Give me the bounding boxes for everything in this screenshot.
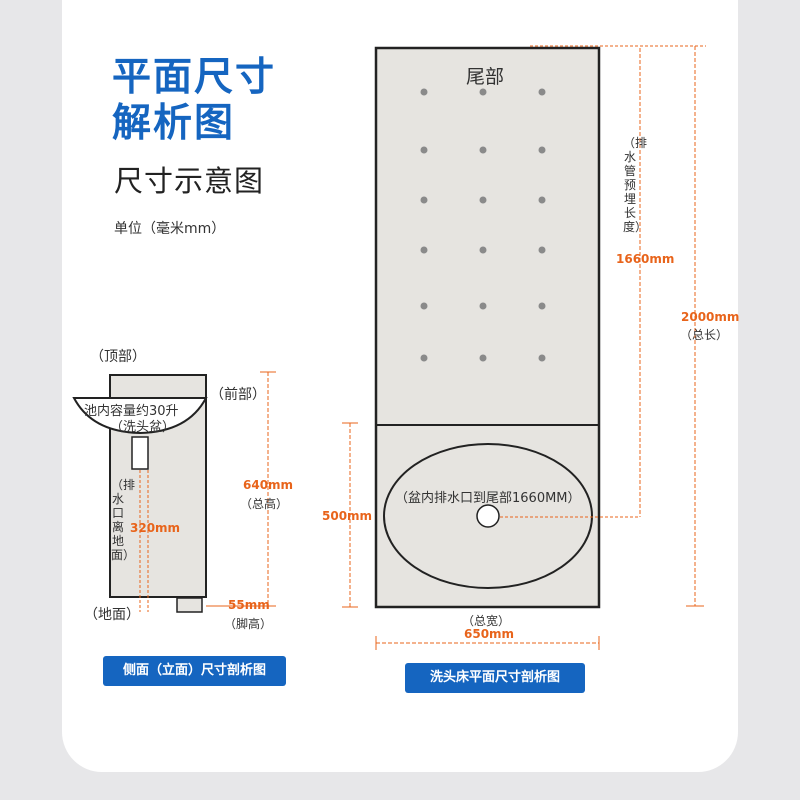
plan-hole-dot <box>479 246 487 254</box>
total-length-value: 2000mm <box>681 310 740 324</box>
side-view-caption: 侧面（立面）尺寸剖析图 <box>103 656 286 686</box>
front-label: （前部） <box>210 387 266 403</box>
basin-drain-text: （盆内排水口到尾部1660MM） <box>395 491 581 506</box>
side-drain-pipe <box>131 436 149 470</box>
plan-hole-dot <box>420 246 428 254</box>
basin-capacity-label: 池内容量约30升 <box>84 404 179 419</box>
page-title-line2: 解析图 <box>112 101 236 146</box>
unit-label: 单位（毫米mm） <box>114 221 226 237</box>
foot-height-label: （脚高） <box>224 617 273 631</box>
total-length-label: （总长） <box>680 328 729 342</box>
tail-label: 尾部 <box>466 66 505 88</box>
plan-hole-dot <box>538 196 546 204</box>
plan-hole-dot <box>420 354 428 362</box>
plan-hole-dot <box>538 302 546 310</box>
side-basin <box>72 397 208 435</box>
plan-hole-dot <box>479 302 487 310</box>
page-title-line1: 平面尺寸 <box>112 55 277 100</box>
plan-view-caption: 洗头床平面尺寸剖析图 <box>405 663 585 693</box>
drain-height-value: 320mm <box>130 521 181 535</box>
plan-hole-dot <box>479 146 487 154</box>
plan-hole-dot <box>538 354 546 362</box>
basin-height-value: 500mm <box>322 509 373 523</box>
plan-hole-dot <box>479 196 487 204</box>
drain-pipe-value: 1660mm <box>616 252 675 266</box>
ground-label: （地面） <box>84 607 140 623</box>
side-foot <box>176 597 203 613</box>
drain-pipe-label: （排水管预埋长度） <box>623 136 648 234</box>
plan-hole-dot <box>538 88 546 96</box>
drain-height-label: （排水口离地面） <box>111 478 136 562</box>
basin-name-label: （洗头盆） <box>110 420 176 435</box>
page-subtitle: 尺寸示意图 <box>114 164 265 198</box>
plan-hole-grid <box>420 88 546 362</box>
total-height-value: 640mm <box>243 478 294 492</box>
plan-hole-dot <box>538 146 546 154</box>
plan-hole-dot <box>420 88 428 96</box>
width-label: （总宽） <box>462 614 511 628</box>
top-label: （顶部） <box>90 349 146 365</box>
plan-hole-dot <box>420 146 428 154</box>
plan-hole-dot <box>420 302 428 310</box>
plan-hole-dot <box>538 246 546 254</box>
plan-hole-dot <box>479 354 487 362</box>
width-value: 650mm <box>464 627 515 641</box>
plan-hole-dot <box>479 88 487 96</box>
total-height-label: （总高） <box>240 497 289 511</box>
plan-drain-hole <box>476 504 500 528</box>
foot-height-value: 55mm <box>228 598 270 612</box>
plan-hole-dot <box>420 196 428 204</box>
